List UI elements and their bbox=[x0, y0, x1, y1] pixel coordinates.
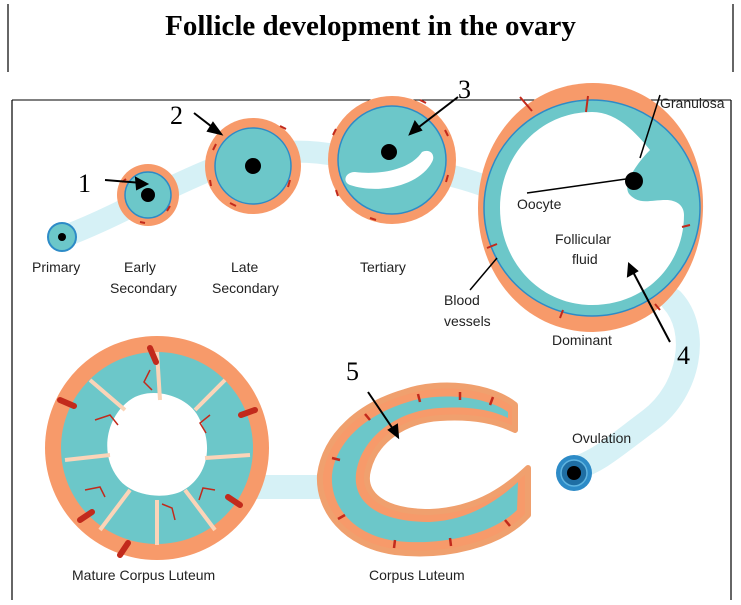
early-secondary-follicle bbox=[117, 164, 179, 226]
edge-mask bbox=[732, 95, 741, 125]
number-2: 2 bbox=[170, 101, 183, 130]
corpus-luteum bbox=[320, 386, 528, 554]
label-ovulation: Ovulation bbox=[572, 430, 631, 446]
number-3: 3 bbox=[458, 75, 471, 104]
number-1: 1 bbox=[78, 169, 91, 198]
label-blood-2: vessels bbox=[444, 313, 491, 329]
label-corpus-luteum: Corpus Luteum bbox=[369, 567, 465, 583]
label-blood-1: Blood bbox=[444, 292, 480, 308]
label-oocyte: Oocyte bbox=[517, 196, 562, 212]
label-follicular-1: Follicular bbox=[555, 231, 611, 247]
dominant-follicle bbox=[478, 83, 703, 332]
label-late-1: Late bbox=[231, 259, 258, 275]
label-early-2: Secondary bbox=[110, 280, 177, 296]
mature-corpus-luteum bbox=[45, 336, 269, 560]
label-mature-corpus-luteum: Mature Corpus Luteum bbox=[72, 567, 215, 583]
label-follicular-2: fluid bbox=[572, 251, 598, 267]
number-4: 4 bbox=[677, 341, 690, 370]
label-tertiary: Tertiary bbox=[360, 259, 406, 275]
label-granulosa: Granulosa bbox=[660, 95, 725, 111]
label-late-2: Secondary bbox=[212, 280, 279, 296]
label-primary: Primary bbox=[32, 259, 80, 275]
label-early-1: Early bbox=[124, 259, 156, 275]
ovulated-oocyte bbox=[556, 455, 592, 491]
number-5: 5 bbox=[346, 357, 359, 386]
label-dominant: Dominant bbox=[552, 332, 612, 348]
primary-follicle bbox=[48, 223, 76, 251]
tertiary-follicle bbox=[328, 96, 456, 224]
